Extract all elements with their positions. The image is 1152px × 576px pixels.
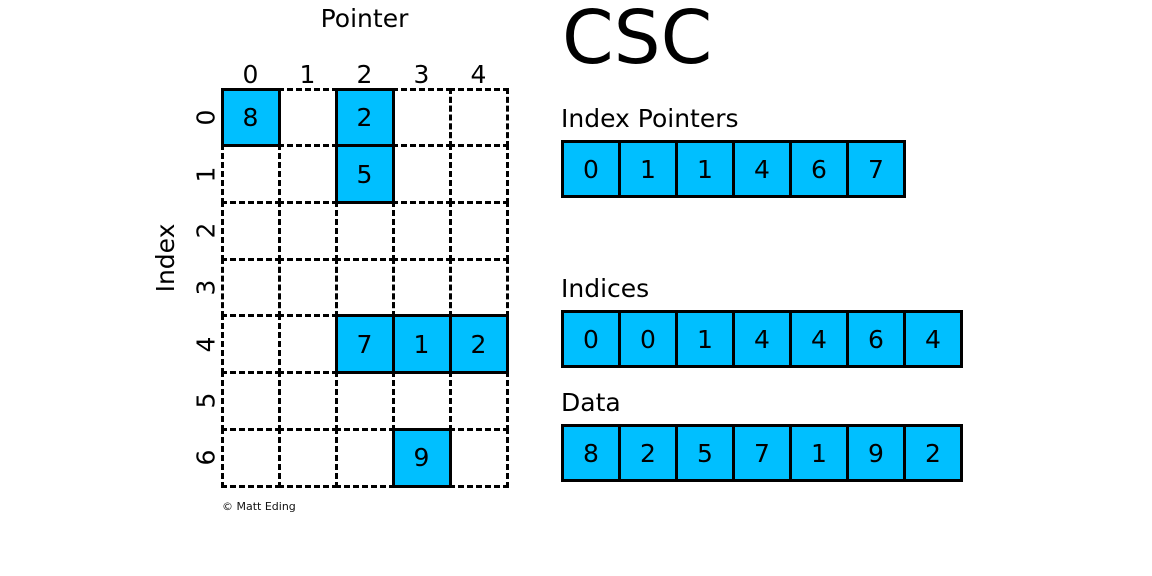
indices-cell: 4	[792, 313, 849, 365]
indices-label: Indices	[561, 274, 650, 303]
column-label-row: 0 1 2 3 4	[222, 60, 507, 89]
row-label-column: 0 1 2 3 4 5 6	[191, 89, 221, 486]
index-pointers-label: Index Pointers	[561, 104, 739, 133]
matrix-cell-empty	[277, 371, 338, 431]
matrix-cell-empty	[277, 200, 338, 261]
data-cell: 7	[735, 427, 792, 479]
matrix-cell-empty	[334, 371, 395, 431]
matrix-cell-empty	[391, 371, 452, 431]
column-label-2: 2	[356, 60, 373, 89]
index-pointers-cell: 4	[735, 143, 792, 195]
index-pointers-cell: 7	[849, 143, 903, 195]
matrix-cell-empty	[277, 257, 338, 318]
matrix-cell-empty	[448, 371, 509, 431]
matrix-cell-filled: 5	[334, 144, 395, 204]
index-pointers-cell: 1	[621, 143, 678, 195]
matrix-cell-empty	[334, 200, 395, 261]
matrix-cell-empty	[220, 427, 281, 488]
row-label-text: 6	[191, 449, 221, 466]
data-cell: 2	[906, 427, 960, 479]
data-label: Data	[561, 388, 621, 417]
data-cell: 1	[792, 427, 849, 479]
matrix-cell-filled: 8	[220, 87, 281, 148]
matrix-cell-empty	[220, 200, 281, 261]
row-label-text: 1	[191, 166, 221, 183]
row-label-2: 2	[191, 202, 221, 259]
index-pointers-cell: 1	[678, 143, 735, 195]
matrix-cell-filled: 2	[448, 314, 509, 375]
row-label-text: 5	[191, 393, 221, 409]
matrix-cell-empty	[277, 144, 338, 204]
matrix-cell-filled: 9	[391, 427, 452, 488]
row-label-1: 1	[191, 146, 221, 203]
matrix-cell-empty	[277, 314, 338, 375]
indices-cell: 6	[849, 313, 906, 365]
matrix-cell-empty	[277, 427, 338, 488]
matrix-cell-empty	[220, 314, 281, 375]
index-pointers-cell: 6	[792, 143, 849, 195]
column-label-3: 3	[413, 60, 430, 89]
column-label-1: 1	[299, 60, 316, 89]
indices-cell: 0	[621, 313, 678, 365]
row-label-text: 4	[191, 336, 221, 353]
column-label-4: 4	[470, 60, 487, 89]
pointer-axis-title: Pointer	[320, 4, 409, 33]
matrix-cell-empty	[391, 200, 452, 261]
page-title: CSC	[562, 0, 713, 81]
matrix-cell-empty	[448, 200, 509, 261]
data-cell: 2	[621, 427, 678, 479]
indices-cell: 4	[906, 313, 960, 365]
matrix-cell-filled: 7	[334, 314, 395, 375]
matrix-cell-empty	[220, 257, 281, 318]
row-label-text: 3	[191, 279, 221, 296]
data-cell: 5	[678, 427, 735, 479]
matrix-cell-empty	[220, 144, 281, 204]
index-axis-title: Index	[151, 223, 180, 293]
matrix-cell-empty	[277, 87, 338, 148]
matrix-cell-empty	[334, 257, 395, 318]
row-label-5: 5	[191, 373, 221, 430]
row-label-3: 3	[191, 259, 221, 316]
matrix-cell-empty	[448, 144, 509, 204]
matrix-cell-empty	[448, 87, 509, 148]
matrix-cell-empty	[448, 427, 509, 488]
data-cell: 9	[849, 427, 906, 479]
matrix-cell-filled: 1	[391, 314, 452, 375]
copyright-credit: © Matt Eding	[222, 500, 296, 513]
index-pointers-cell: 0	[564, 143, 621, 195]
indices-cell: 1	[678, 313, 735, 365]
row-label-6: 6	[191, 429, 221, 486]
indices-cell: 0	[564, 313, 621, 365]
matrix-cell-empty	[220, 371, 281, 431]
matrix-cell-empty	[391, 87, 452, 148]
column-label-0: 0	[242, 60, 259, 89]
matrix-cell-empty	[391, 257, 452, 318]
data-cell: 8	[564, 427, 621, 479]
matrix-cell-empty	[391, 144, 452, 204]
matrix-cell-empty	[448, 257, 509, 318]
matrix-cell-filled: 2	[334, 87, 395, 148]
row-label-0: 0	[191, 89, 221, 146]
row-label-text: 0	[191, 109, 221, 126]
row-label-text: 2	[191, 222, 221, 239]
row-label-4: 4	[191, 316, 221, 373]
indices-cell: 4	[735, 313, 792, 365]
matrix-cell-empty	[334, 427, 395, 488]
